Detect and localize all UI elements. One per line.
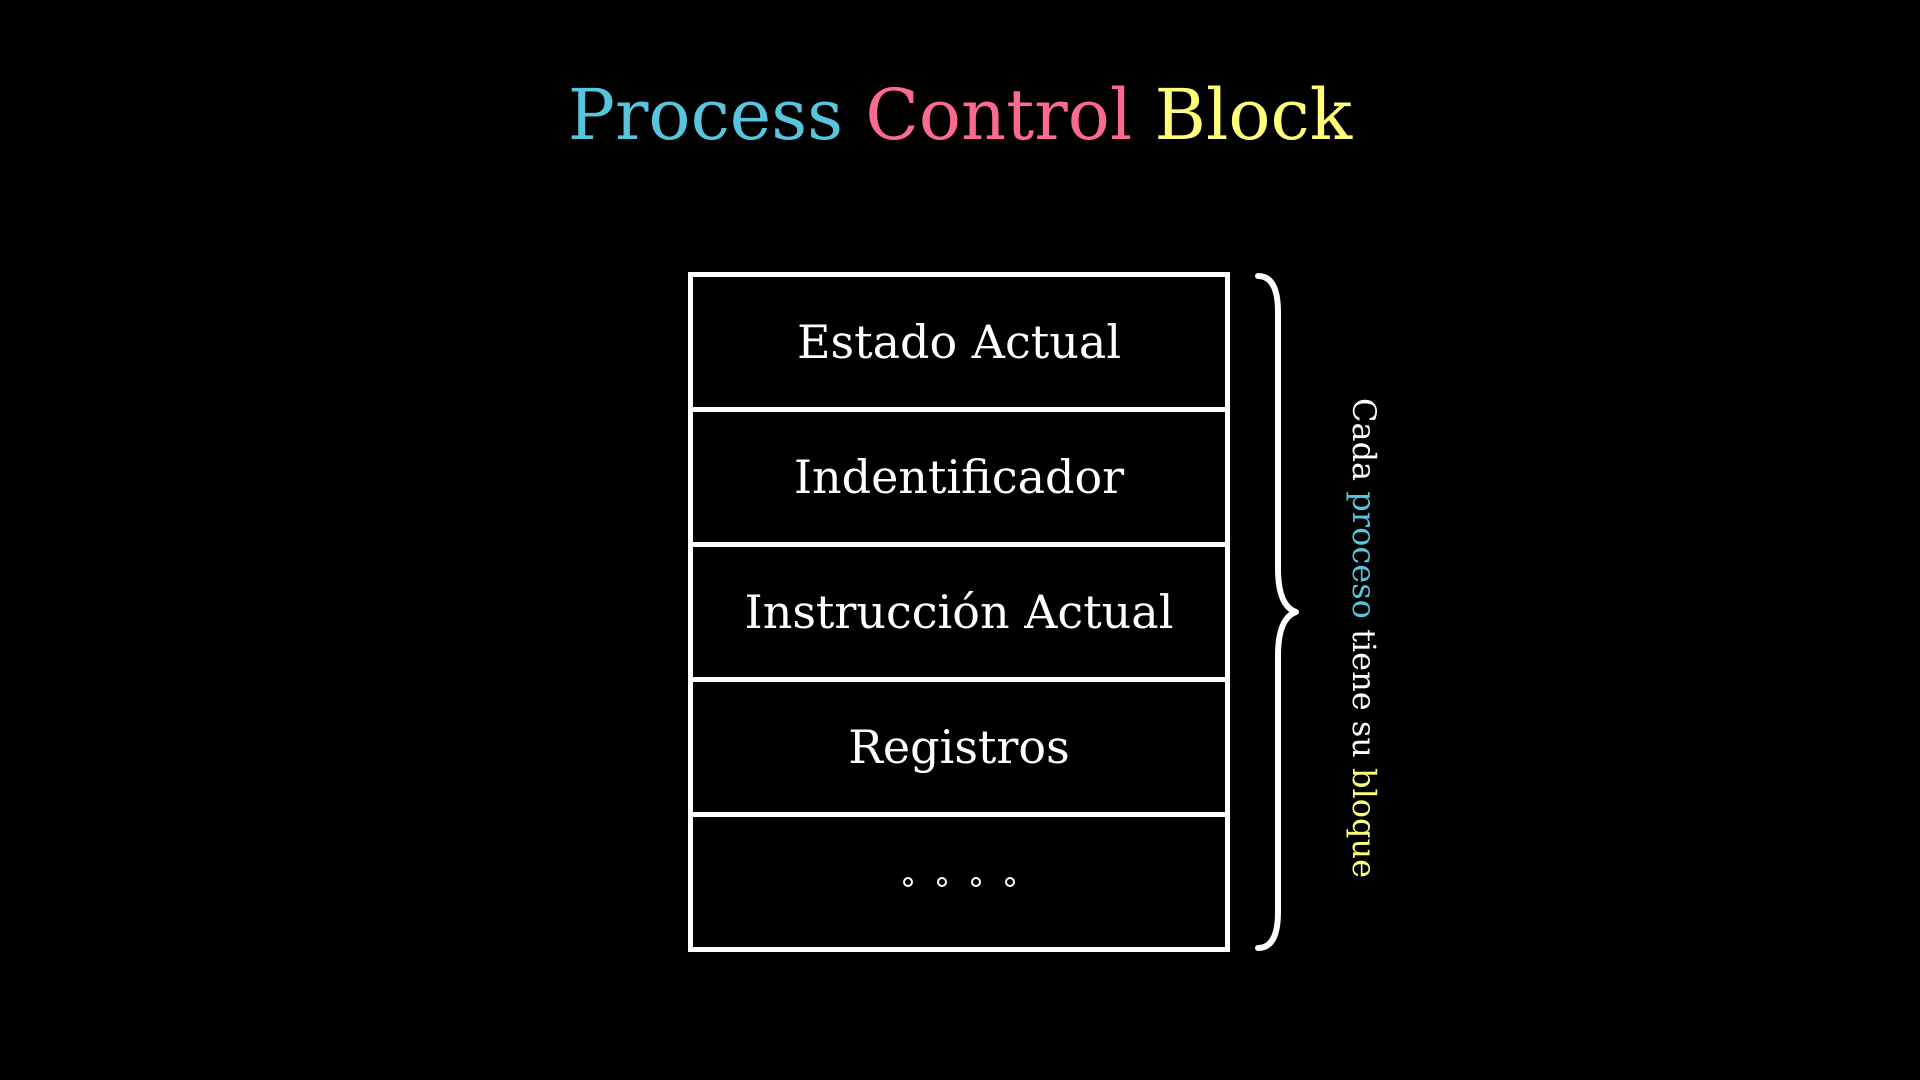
side-note-proceso: proceso — [1345, 491, 1383, 619]
title-word-control: Control — [865, 74, 1133, 156]
diagram-title: Process Control Block — [0, 70, 1920, 160]
pcb-row-identificador: Indentificador — [693, 412, 1225, 547]
pcb-row-registros: Registros — [693, 682, 1225, 817]
title-word-process: Process — [567, 74, 844, 156]
pcb-row-estado-actual: Estado Actual — [693, 277, 1225, 412]
pcb-row-instruccion-actual: Instrucción Actual — [693, 547, 1225, 682]
pcb-stack: Estado Actual Indentificador Instrucción… — [688, 272, 1230, 952]
pcb-row-more — [693, 817, 1225, 947]
side-note-tiene-su: tiene su — [1345, 618, 1383, 769]
side-note: Cada proceso tiene su bloque — [1344, 398, 1384, 878]
side-note-cada: Cada — [1345, 398, 1383, 492]
side-note-bloque: bloque — [1345, 768, 1383, 879]
right-brace-icon — [1255, 273, 1299, 951]
title-word-block: Block — [1154, 74, 1353, 156]
ellipsis-icon — [903, 877, 1015, 887]
